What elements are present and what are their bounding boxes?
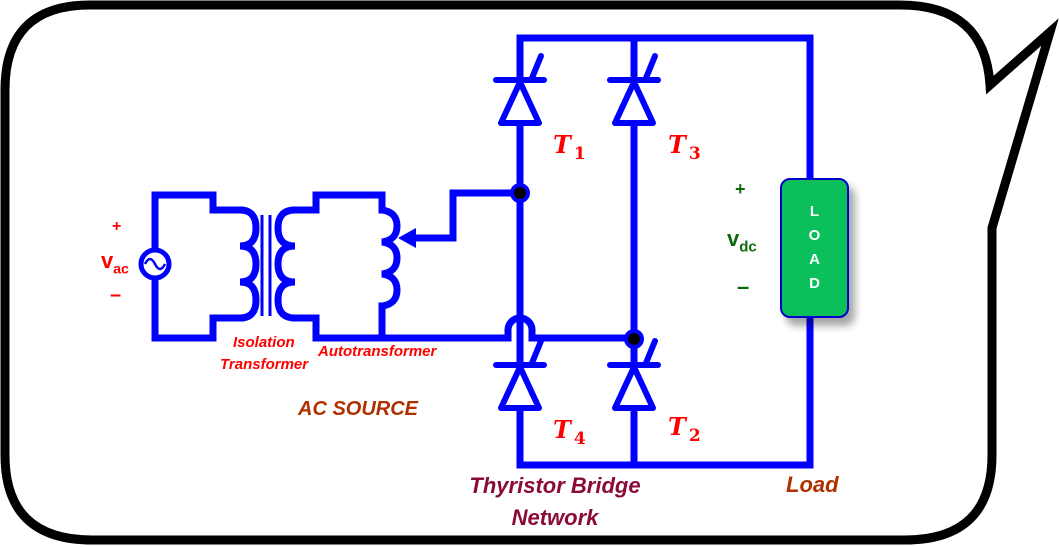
vac-label: vac [101,248,129,276]
vac-minus-sign: – [110,284,122,306]
isolation-transformer-label-line1: Isolation [233,334,295,351]
vdc-label: vdc [727,226,757,255]
t3-name: T [668,130,686,159]
thyristor-t1-icon [493,53,547,126]
ac-source-loop [138,191,244,342]
load-letter: D [809,275,820,292]
t1-name: T [553,130,571,159]
thyristor-t3-icon [607,53,661,126]
t3-index: 3 [688,144,701,164]
sine-wave-icon [143,257,167,271]
thyristor-bridge-label: Thyristor Bridge Network [455,470,655,534]
load-letter: L [809,203,820,220]
thyristor-symbols [493,53,661,411]
t2-index: 2 [688,426,701,446]
t1-index: 1 [573,144,586,164]
load-letter: O [808,227,821,244]
t4-name: T [553,415,571,444]
bridge-label-line1: Thyristor Bridge [469,473,641,498]
junction-node-1 [510,183,530,203]
t4-index: 4 [573,429,586,449]
bridge-label-line2: Network [511,505,599,530]
vdc-subscript: dc [739,238,757,256]
vac-subscript: ac [113,260,129,277]
vdc-symbol: v [727,226,740,251]
vdc-minus-sign: – [737,274,750,299]
autotransformer-label: Autotransformer [318,343,437,360]
load-letter: A [809,251,820,268]
vac-plus-sign: + [112,218,122,235]
thyristor-t2-icon [607,338,661,411]
junction-node-2 [624,329,644,349]
ac-source-label: AC SOURCE [298,398,419,420]
vac-symbol: v [101,248,114,273]
t2-name: T [668,412,686,441]
wiper-arrow-icon [398,228,416,248]
load-resistor-box: L O A D [780,178,849,318]
isolation-transformer-label-line2: Transformer [220,356,309,373]
vdc-plus-sign: + [735,179,746,199]
load-label: Load [786,472,839,497]
thyristor-t4-icon [493,338,547,411]
isolation-transformer [239,191,386,342]
